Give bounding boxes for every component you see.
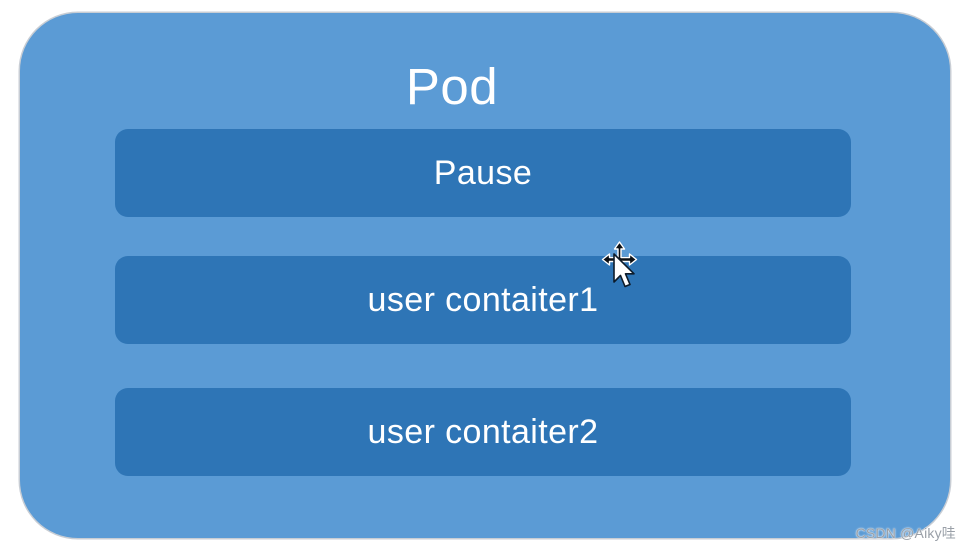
watermark: CSDN @Aiky哇 xyxy=(855,525,956,541)
container-bar-user1: user contaiter1 xyxy=(115,256,851,344)
pod-box: Pod Pause user contaiter1 user contaiter… xyxy=(20,13,950,538)
pod-title: Pod xyxy=(405,58,499,115)
container-label: user contaiter2 xyxy=(367,413,599,451)
container-label: user contaiter1 xyxy=(367,281,599,319)
container-bar-user2: user contaiter2 xyxy=(115,388,851,476)
container-label: Pause xyxy=(433,154,533,192)
container-bar-pause: Pause xyxy=(115,129,851,217)
